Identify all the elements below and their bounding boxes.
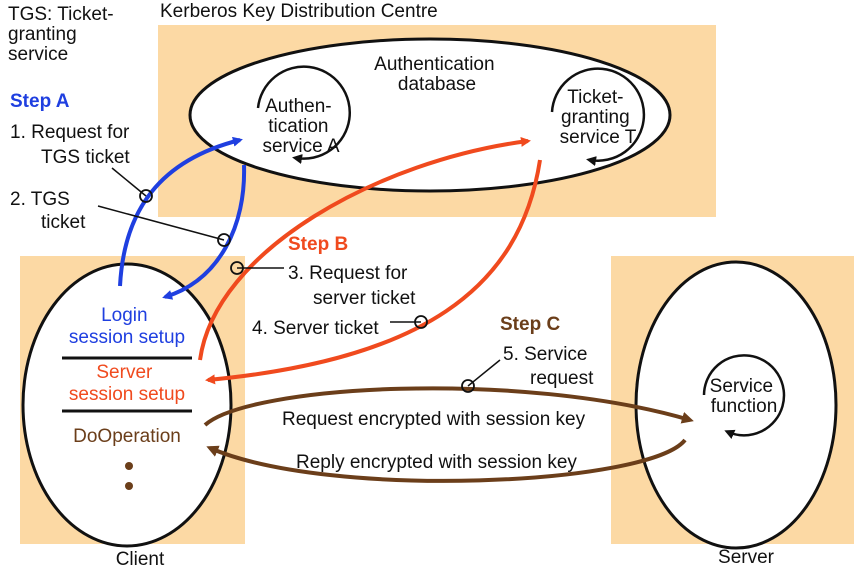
service-function-loop-icon <box>702 354 786 439</box>
login-setup-label: Login session setup <box>69 305 185 348</box>
service-function-label: Service function <box>710 376 779 417</box>
client-ellipse <box>21 262 233 548</box>
msg-4-marker <box>414 315 428 329</box>
msg-1-leader <box>111 167 147 197</box>
kdc-title: Kerberos Key Distribution Centre <box>160 1 438 22</box>
server-setup-label: Server session setup <box>69 362 185 405</box>
msg-2-leader <box>97 205 225 241</box>
msg-2-marker <box>217 233 231 247</box>
do-operation-label: DoOperation <box>73 426 181 447</box>
tgs-ticket-arrow <box>162 164 247 300</box>
auth-database-label: Authentication database <box>374 54 500 95</box>
step-c-title: Step C <box>500 314 560 335</box>
reply-encrypted-label: Reply encrypted with session key <box>296 452 577 473</box>
tgs-service-loop-icon <box>550 67 646 166</box>
auth-service-loop-icon <box>256 65 351 164</box>
msg-5-marker <box>461 379 475 393</box>
kdc-ellipse <box>188 37 672 193</box>
ellipsis-dot-1 <box>125 462 133 470</box>
step-a-title: Step A <box>10 91 70 112</box>
msg-3-marker <box>230 261 244 275</box>
auth-service-label: Authen- tication service A <box>262 96 339 157</box>
request-encrypted-label: Request encrypted with session key <box>282 409 586 430</box>
msg-5-label: 5. Service request <box>503 344 594 389</box>
msg-1-label: 1. Request for TGS ticket <box>10 122 135 168</box>
request-server-ticket-arrow <box>198 136 531 361</box>
tgs-service-label: Ticket- granting service T <box>560 87 637 148</box>
client-label: Client <box>116 549 165 570</box>
glossary: TGS: Ticket- granting service <box>8 4 119 65</box>
server-ticket-arrow <box>205 159 542 385</box>
msg-2-label: 2. TGS ticket <box>10 189 86 233</box>
msg-3-label: 3. Request for server ticket <box>288 263 416 309</box>
step-b-title: Step B <box>288 234 348 255</box>
server-label: Server <box>718 547 775 568</box>
msg-1-marker <box>139 189 153 203</box>
ellipsis-dot-2 <box>125 482 133 490</box>
reply-encrypted-arrow <box>206 438 687 483</box>
msg-4-label: 4. Server ticket <box>252 318 379 339</box>
request-encrypted-arrow <box>203 386 694 427</box>
